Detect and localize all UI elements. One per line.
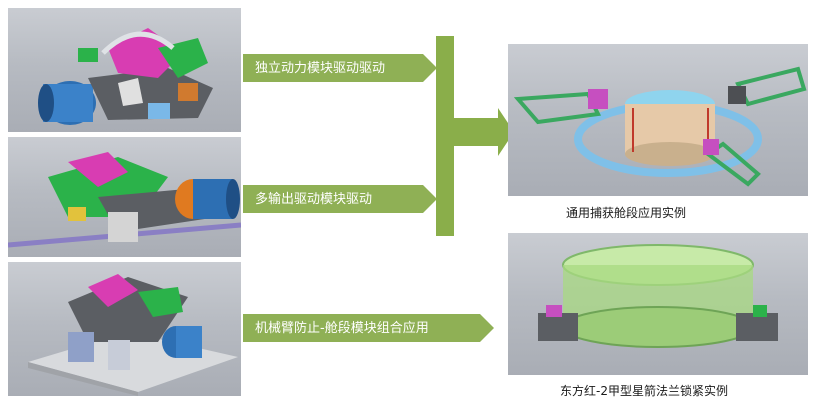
arrow-label-arm-cabin-combination: 机械臂防止-舱段模块组合应用	[255, 320, 429, 336]
arm-cabin-combination-render	[28, 274, 238, 396]
arrow-3-shape	[243, 314, 494, 342]
cabin-capture-application-render	[513, 66, 807, 187]
multi-output-drive-module-render	[8, 152, 241, 248]
independent-drive-module-render	[38, 28, 213, 125]
multi-output-drive-module-image	[8, 137, 241, 257]
arrow-label-independent-drive: 独立动力模块驱动驱动	[255, 60, 386, 76]
cabin-capture-application-image	[508, 44, 808, 196]
arrow-1-shape	[243, 54, 437, 82]
flange-locking-application-image	[508, 233, 808, 375]
flange-locking-application-render	[538, 244, 778, 348]
arm-cabin-combination-image	[8, 262, 241, 396]
caption-flange-locking: 东方红-2甲型星箭法兰锁紧实例	[560, 384, 728, 398]
arrow-label-multi-output-drive: 多输出驱动模块驱动	[255, 191, 373, 207]
independent-drive-module-image	[8, 8, 241, 132]
arrow-2-shape	[243, 185, 437, 213]
caption-cabin-capture: 通用捕获舱段应用实例	[566, 206, 687, 220]
bracket-connector	[436, 36, 514, 236]
